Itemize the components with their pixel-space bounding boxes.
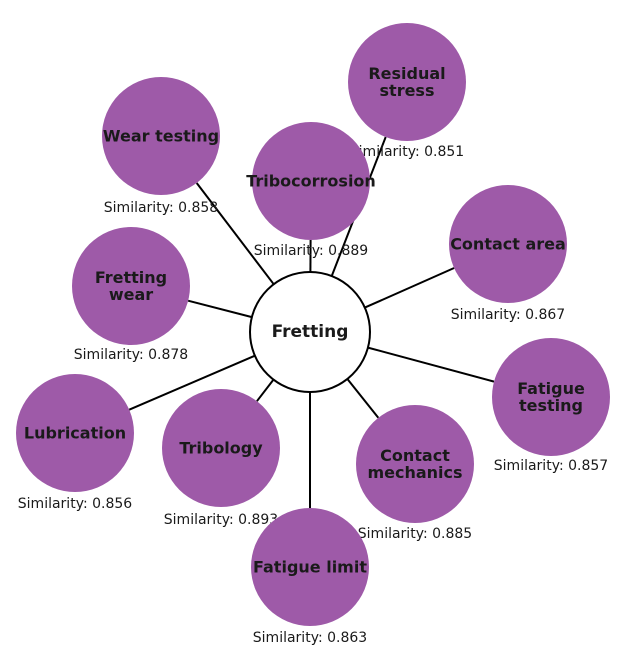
center-node[interactable]: Fretting bbox=[249, 271, 371, 393]
edge-wear-testing bbox=[195, 182, 275, 285]
node-circle-contact-area bbox=[449, 185, 567, 303]
edge-contact-area bbox=[364, 267, 455, 309]
node-label-fretting-wear: Fretting bbox=[95, 268, 167, 287]
node-label-contact-area: Contact area bbox=[450, 235, 566, 254]
edge-tribology bbox=[256, 378, 275, 402]
similarity-label-fretting-wear: Similarity: 0.878 bbox=[74, 347, 188, 363]
node-label-contact-mechanics: Contact bbox=[380, 446, 450, 465]
center-node-label: Fretting bbox=[272, 322, 349, 342]
node-circle-wear-testing bbox=[102, 77, 220, 195]
node-label-fatigue-limit: Fatigue limit bbox=[253, 558, 367, 577]
similarity-label-lubrication: Similarity: 0.856 bbox=[18, 496, 133, 512]
node-label-contact-mechanics: mechanics bbox=[367, 463, 462, 482]
node-label-residual-stress: stress bbox=[380, 81, 435, 100]
similarity-label-fatigue-testing: Similarity: 0.857 bbox=[494, 458, 608, 474]
center-node-circle bbox=[249, 271, 371, 393]
node-circle-fatigue-testing bbox=[492, 338, 610, 456]
node-circle-contact-mechanics bbox=[356, 405, 474, 523]
node-label-wear-testing: Wear testing bbox=[103, 127, 219, 146]
node-label-fatigue-testing: Fatigue bbox=[517, 379, 585, 398]
similarity-label-tribocorrosion: Similarity: 0.889 bbox=[254, 243, 368, 259]
similarity-label-residual-stress: Similarity: 0.851 bbox=[350, 144, 464, 160]
edges-layer bbox=[128, 136, 495, 508]
node-circle-residual-stress bbox=[348, 23, 466, 141]
edge-contact-mechanics bbox=[346, 378, 380, 419]
node-circle-tribology bbox=[162, 389, 280, 507]
similarity-label-fatigue-limit: Similarity: 0.863 bbox=[253, 630, 367, 646]
edge-fatigue-testing bbox=[367, 346, 495, 383]
node-label-lubrication: Lubrication bbox=[24, 424, 126, 443]
node-label-fretting-wear: wear bbox=[109, 285, 153, 304]
edge-lubrication bbox=[128, 354, 256, 411]
similarity-label-wear-testing: Similarity: 0.858 bbox=[104, 200, 218, 216]
similarity-label-tribology: Similarity: 0.893 bbox=[164, 512, 278, 528]
node-circle-tribocorrosion bbox=[252, 122, 370, 240]
edge-fretting-wear bbox=[187, 299, 253, 319]
similarity-label-contact-area: Similarity: 0.867 bbox=[451, 307, 565, 323]
node-label-tribocorrosion: Tribocorrosion bbox=[246, 172, 376, 191]
node-circle-lubrication bbox=[16, 374, 134, 492]
node-label-residual-stress: Residual bbox=[368, 64, 445, 83]
node-label-fatigue-testing: testing bbox=[519, 396, 583, 415]
similarity-label-contact-mechanics: Similarity: 0.885 bbox=[358, 526, 472, 542]
node-label-tribology: Tribology bbox=[179, 439, 263, 458]
node-circle-fatigue-limit bbox=[251, 508, 369, 626]
node-circle-fretting-wear bbox=[72, 227, 190, 345]
